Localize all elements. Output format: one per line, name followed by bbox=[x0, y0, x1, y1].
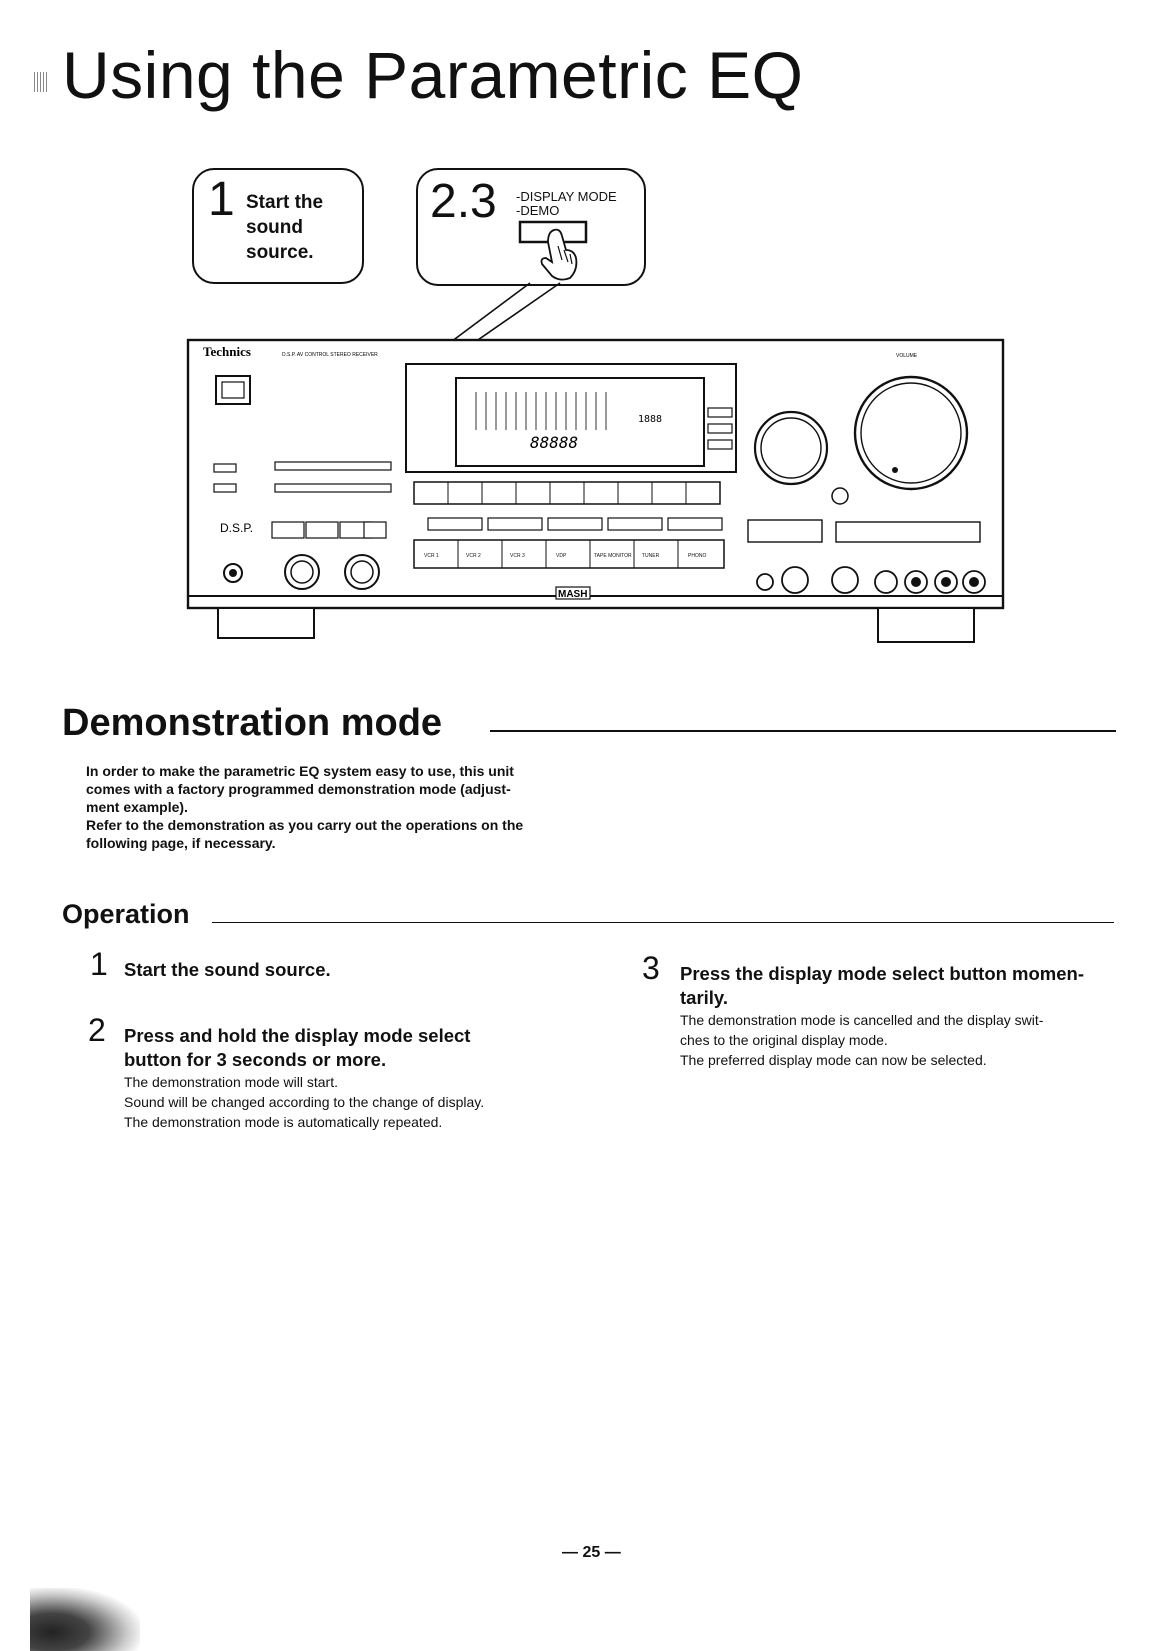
page-number: — 25 — bbox=[562, 1544, 621, 1561]
svg-text:VCR 1: VCR 1 bbox=[424, 553, 439, 559]
page-title: Using the Parametric EQ bbox=[62, 38, 804, 112]
demo-section-heading: Demonstration mode bbox=[62, 702, 443, 744]
callout-line: source. bbox=[246, 242, 314, 263]
svg-text:1888: 1888 bbox=[638, 414, 662, 425]
step-3-body: The demonstration mode is cancelled and … bbox=[680, 1010, 1043, 1070]
svg-text:PHONO: PHONO bbox=[688, 553, 706, 559]
step-body-line: The demonstration mode is automatically … bbox=[124, 1114, 443, 1130]
step-2-body: The demonstration mode will start. Sound… bbox=[124, 1072, 484, 1132]
text-line: ment example). bbox=[86, 799, 188, 815]
callout-line: sound bbox=[246, 217, 303, 238]
step-heading-line: Press the display mode select button mom… bbox=[680, 963, 1085, 984]
step-heading-line: button for 3 seconds or more. bbox=[124, 1049, 387, 1070]
step-heading-line: tarily. bbox=[680, 987, 728, 1008]
step-3-heading: Press the display mode select button mom… bbox=[680, 962, 1120, 1010]
step-1-number: 1 bbox=[90, 946, 108, 982]
step-body-line: The preferred display mode can now be se… bbox=[680, 1052, 987, 1068]
receiver-illustration: Technics D.S.P. AV CONTROL STEREO RECEIV… bbox=[186, 282, 1005, 643]
section-rule bbox=[490, 730, 1116, 732]
text-line: In order to make the parametric EQ syste… bbox=[86, 763, 514, 779]
press-button-hand-icon bbox=[518, 220, 588, 281]
svg-text:TAPE MONITOR: TAPE MONITOR bbox=[594, 553, 632, 559]
svg-text:88888: 88888 bbox=[530, 433, 578, 452]
svg-text:D.S.P. AV CONTROL STEREO RECEI: D.S.P. AV CONTROL STEREO RECEIVER bbox=[282, 352, 378, 358]
scan-mark bbox=[34, 72, 48, 92]
step-body-line: ches to the original display mode. bbox=[680, 1032, 888, 1048]
text-line: Refer to the demonstration as you carry … bbox=[86, 817, 524, 833]
step-body-line: The demonstration mode will start. bbox=[124, 1074, 338, 1090]
callout-step-1-number: 1 bbox=[208, 173, 235, 226]
svg-text:VCR 2: VCR 2 bbox=[466, 553, 481, 559]
demo-section-text: In order to make the parametric EQ syste… bbox=[86, 762, 606, 852]
section-rule bbox=[212, 922, 1114, 923]
callout-step-2-3-number: 2.3 bbox=[430, 175, 497, 228]
step-2-number: 2 bbox=[88, 1012, 106, 1048]
callout-line: Start the bbox=[246, 192, 324, 213]
step-body-line: Sound will be changed according to the c… bbox=[124, 1094, 485, 1110]
svg-text:MASH: MASH bbox=[558, 589, 587, 600]
demo-label: -DEMO bbox=[516, 203, 560, 218]
step-1-heading: Start the sound source. bbox=[124, 959, 331, 980]
step-2-heading: Press and hold the display mode select b… bbox=[124, 1024, 568, 1072]
callout-step-1-text: Start the sound source. bbox=[246, 190, 323, 265]
svg-text:TUNER: TUNER bbox=[642, 553, 660, 559]
brand-label: Technics bbox=[203, 344, 251, 359]
step-3-number: 3 bbox=[642, 950, 660, 986]
svg-text:D.S.P.: D.S.P. bbox=[220, 521, 253, 535]
svg-text:VCR 3: VCR 3 bbox=[510, 553, 525, 559]
operation-section-heading: Operation bbox=[62, 899, 190, 929]
step-body-line: The demonstration mode is cancelled and … bbox=[680, 1012, 1044, 1028]
svg-text:VDP: VDP bbox=[556, 553, 567, 559]
callout-step-1: 1 Start the sound source. bbox=[192, 168, 364, 284]
scan-artifact bbox=[30, 1588, 140, 1651]
callout-step-2-3: 2.3 -DISPLAY MODE -DEMO bbox=[416, 168, 646, 286]
display-mode-label: -DISPLAY MODE bbox=[516, 189, 617, 204]
text-line: following page, if necessary. bbox=[86, 835, 276, 851]
text-line: comes with a factory programmed demonstr… bbox=[86, 781, 511, 797]
svg-text:VOLUME: VOLUME bbox=[896, 353, 918, 359]
step-heading-line: Press and hold the display mode select bbox=[124, 1025, 471, 1046]
